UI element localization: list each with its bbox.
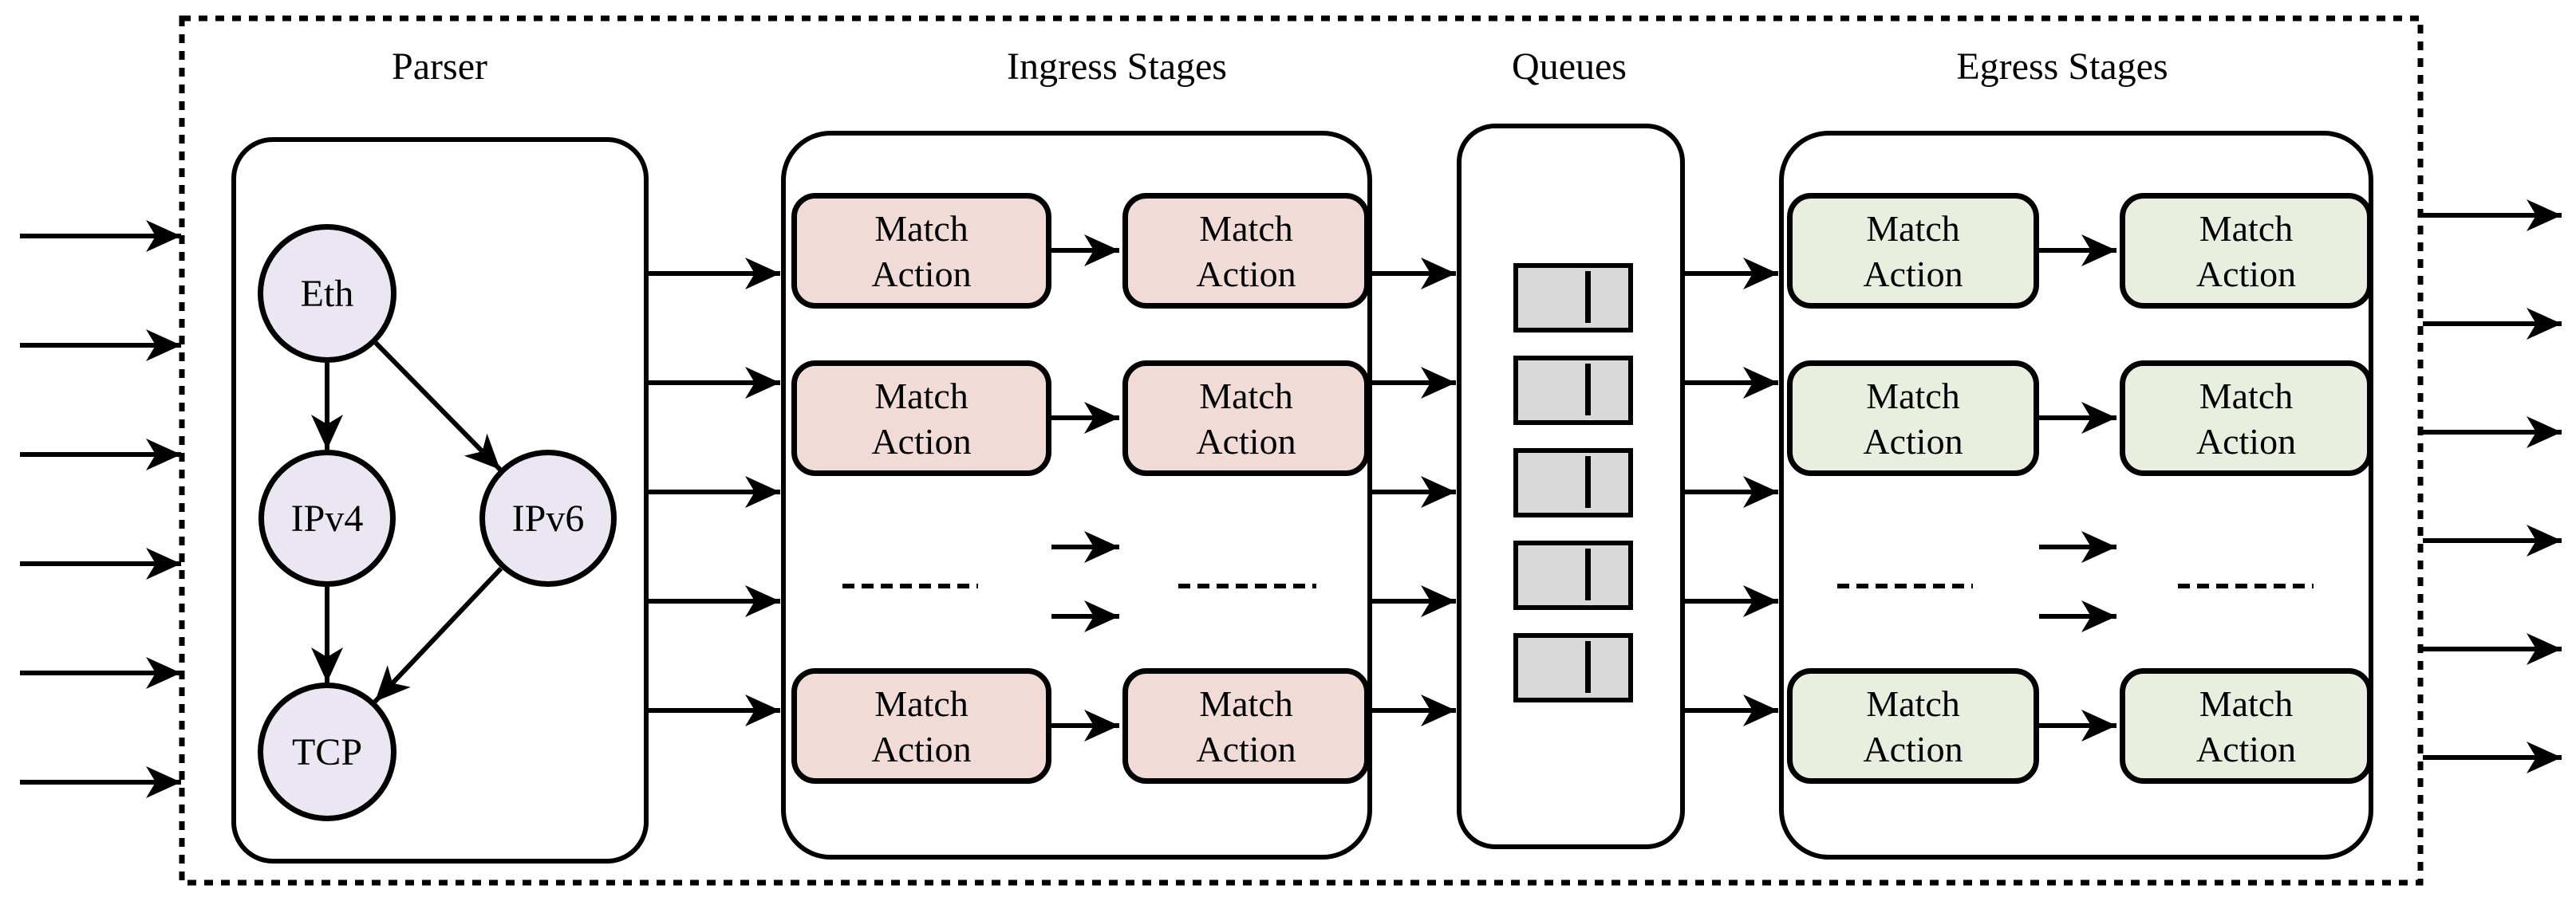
action-label: Action [2195,728,2297,769]
parser-node-eth-label: Eth [300,272,354,315]
action-label: Action [1196,728,1296,769]
queue-divider [1585,641,1591,693]
match-label: Match [2199,207,2294,249]
parser-node-tcp-label: TCP [291,730,363,773]
action-label: Action [2195,420,2297,462]
ingress-stages-title: Ingress Stages [1007,45,1227,88]
ingress-match-action-r1c2: Match Action [1122,193,1370,309]
match-label: Match [1199,375,1293,416]
queue-divider [1585,271,1591,323]
parser-title: Parser [392,45,487,88]
match-label: Match [1199,207,1293,249]
match-label: Match [1866,683,1960,724]
queue-icon [1513,633,1633,702]
match-label: Match [874,207,968,249]
parser-node-ipv6-label: IPv6 [511,497,585,540]
action-label: Action [871,728,972,769]
egress-match-action-r4c1: Match Action [1787,668,2039,784]
queue-divider [1585,364,1591,415]
egress-match-action-r4c2: Match Action [2120,668,2373,784]
match-label: Match [1866,207,1960,249]
action-label: Action [2195,253,2297,294]
parser-node-ipv4: IPv4 [258,450,396,587]
action-label: Action [871,253,972,294]
match-label: Match [2199,683,2294,724]
queue-icon [1513,541,1633,610]
match-label: Match [874,375,968,416]
egress-match-action-r2c1: Match Action [1787,360,2039,476]
queue-divider [1585,456,1591,508]
match-label: Match [1866,375,1960,416]
match-label: Match [874,683,968,724]
egress-match-action-r1c1: Match Action [1787,193,2039,309]
ingress-match-action-r2c1: Match Action [791,360,1051,476]
action-label: Action [1863,420,1963,462]
action-label: Action [1863,253,1963,294]
match-label: Match [2199,375,2294,416]
egress-stages-title: Egress Stages [1956,45,2168,88]
ingress-match-action-r1c1: Match Action [791,193,1051,309]
parser-node-ipv4-label: IPv4 [290,497,364,540]
egress-match-action-r2c2: Match Action [2120,360,2373,476]
queue-icon [1513,448,1633,517]
ingress-match-action-r4c1: Match Action [791,668,1051,784]
action-label: Action [1196,253,1296,294]
parser-node-tcp: TCP [258,683,396,821]
match-label: Match [1199,683,1293,724]
ingress-match-action-r2c2: Match Action [1122,360,1370,476]
queue-divider [1585,549,1591,600]
queues-title: Queues [1512,45,1627,88]
parser-node-ipv6: IPv6 [479,450,617,587]
action-label: Action [1196,420,1296,462]
queue-icon [1513,356,1633,425]
ingress-match-action-r4c2: Match Action [1122,668,1370,784]
action-label: Action [871,420,972,462]
egress-match-action-r1c2: Match Action [2120,193,2373,309]
parser-node-eth: Eth [258,224,396,363]
action-label: Action [1863,728,1963,769]
queue-icon [1513,263,1633,332]
